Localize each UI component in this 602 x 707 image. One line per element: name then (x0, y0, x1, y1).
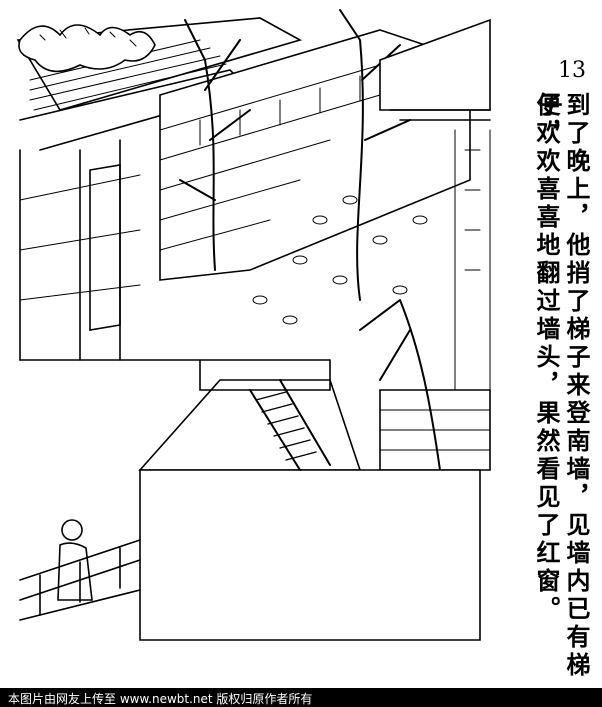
ladder (249, 379, 331, 471)
right-pavilion (379, 18, 491, 471)
footer-text: 本图片由网友上传至 www.newbt.net 版权归原作者所有 (8, 692, 313, 706)
fallen-leaves (252, 195, 428, 325)
caption-line-1: 到了晚上，他捎了梯子来登南墙，见墙内已有梯子， (534, 92, 591, 680)
tree-foliage (18, 24, 156, 73)
bare-trees (179, 9, 441, 471)
figure-on-steps (19, 519, 141, 621)
lower-wall (19, 359, 481, 641)
ink-illustration (16, 9, 491, 641)
caption-line-2: 便欢欢喜喜地翻过墙头，果然看见了红窗。 (532, 92, 561, 624)
caption-number: 13 (558, 58, 586, 83)
footer-bar: 本图片由网友上传至 www.newbt.net 版权归原作者所有 (0, 688, 602, 707)
